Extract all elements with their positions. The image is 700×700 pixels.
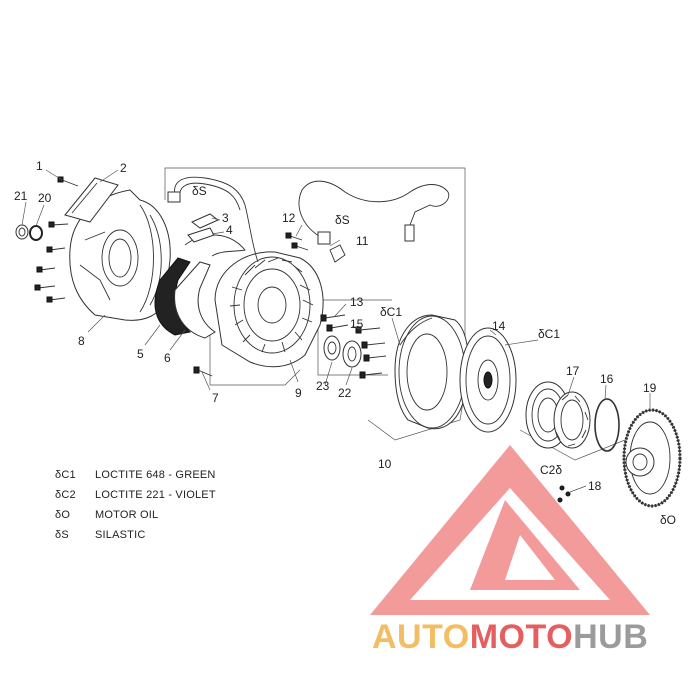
bolt-part-13 [320, 314, 349, 332]
label-part-8: 8 [78, 334, 85, 348]
gear-plate-part-14 [459, 327, 517, 433]
callout-silastic-wire: δS [335, 213, 350, 227]
label-part-13: 13 [350, 295, 364, 309]
watermark-hub: HUB [573, 618, 648, 656]
label-part-10: 10 [378, 457, 392, 471]
watermark-auto: AUTO [372, 618, 470, 656]
label-part-4: 4 [226, 223, 233, 237]
clutch-part-17 [525, 381, 591, 449]
callout-loctite-c1-a: δC1 [380, 305, 402, 319]
flywheel-part-10 [394, 314, 469, 430]
label-part-16: 16 [600, 372, 614, 386]
legend-code-4: δS [55, 529, 69, 541]
label-part-15: 15 [350, 317, 364, 331]
wiring-harness [167, 176, 259, 263]
gasket-part-5 [154, 257, 192, 336]
label-part-11: 11 [356, 234, 369, 248]
legend-code-2: δC2 [55, 489, 76, 501]
label-part-12: 12 [282, 211, 296, 225]
legend-code-1: δC1 [55, 469, 76, 481]
watermark-moto: MOTO [470, 618, 573, 656]
svg-text:AUTOMOTOHUB: AUTOMOTOHUB [372, 618, 648, 656]
label-part-23: 23 [316, 379, 330, 393]
label-part-22: 22 [338, 386, 352, 400]
material-callouts: δS δS δC1 δC1 C2δ δO [192, 184, 676, 527]
plate-part-3 [191, 213, 219, 229]
leader-lines [21, 169, 651, 493]
label-part-2: 2 [120, 161, 127, 175]
label-part-6: 6 [164, 351, 171, 365]
stator-part-9 [214, 251, 324, 368]
watermark-logo-mark [370, 445, 650, 615]
plug-part-21 [15, 224, 29, 240]
gear-part-19 [622, 408, 682, 508]
callout-silastic-top: δS [192, 184, 207, 198]
bolts-left [34, 176, 79, 303]
label-part-7: 7 [212, 391, 219, 405]
screws-part-12 [285, 232, 309, 251]
label-part-20: 20 [38, 191, 52, 205]
plate-part-4 [187, 227, 215, 243]
washer-part-23 [323, 335, 341, 361]
legend-text-4: SILASTIC [95, 529, 146, 541]
legend-code-3: δO [55, 509, 70, 521]
label-part-9: 9 [295, 386, 302, 400]
bolt-part-7 [193, 366, 213, 377]
stator-windings [229, 257, 314, 353]
label-part-18: 18 [588, 479, 602, 493]
watermark-text: AUTOMOTOHUB [372, 618, 648, 656]
legend-text-2: LOCTITE 221 - VIOLET [95, 489, 216, 501]
label-part-14: 14 [492, 319, 506, 333]
label-part-19: 19 [643, 381, 657, 395]
oring-part-20 [29, 225, 43, 241]
plate-part-2 [64, 177, 119, 223]
ring-part-16 [594, 398, 620, 452]
screws-part-18 [557, 485, 571, 503]
label-part-5: 5 [137, 347, 144, 361]
legend-text-3: MOTOR OIL [95, 509, 158, 521]
label-part-3: 3 [222, 211, 229, 225]
wire-part-11 [298, 180, 450, 263]
callout-loctite-c1-b: δC1 [538, 327, 560, 341]
label-part-21: 21 [14, 189, 28, 203]
label-part-1: 1 [36, 159, 43, 173]
bolts-part-15 [355, 326, 387, 379]
label-part-17: 17 [566, 364, 580, 378]
part-labels: 1 2 3 4 5 6 7 8 9 10 11 12 13 14 15 16 1… [14, 159, 657, 493]
legend: δC1 LOCTITE 648 - GREEN δC2 LOCTITE 221 … [55, 469, 216, 541]
callout-motor-oil: δO [660, 513, 676, 527]
washer-part-22 [342, 340, 362, 368]
legend-text-1: LOCTITE 648 - GREEN [95, 469, 216, 481]
callout-loctite-c2: C2δ [540, 463, 562, 477]
